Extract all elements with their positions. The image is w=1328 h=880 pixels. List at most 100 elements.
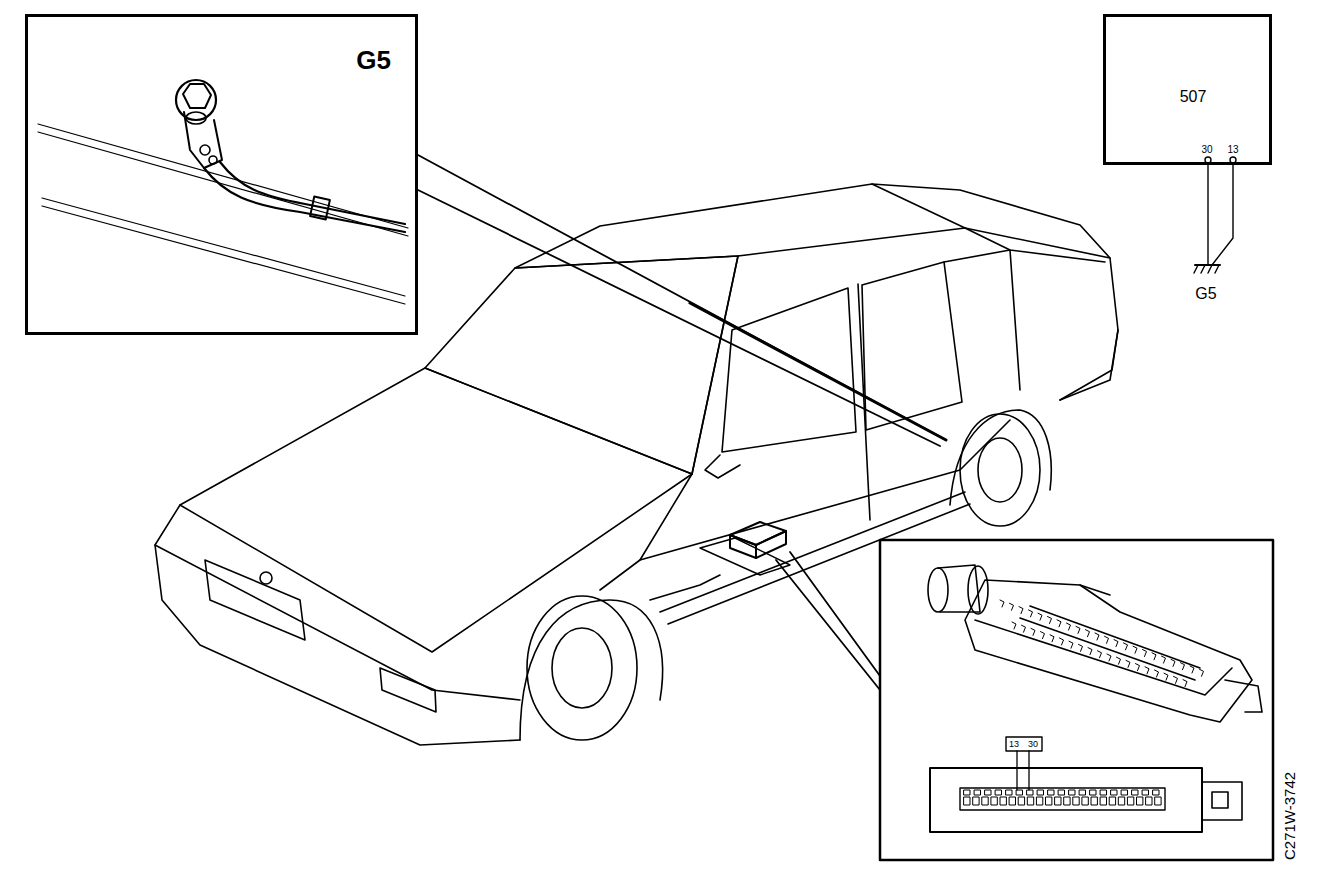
pin bbox=[1010, 797, 1016, 805]
pin bbox=[1019, 797, 1025, 805]
pin bbox=[1080, 790, 1086, 795]
pin bbox=[1027, 790, 1033, 795]
pin bbox=[996, 790, 1002, 795]
pin bbox=[1183, 680, 1187, 687]
pin bbox=[1101, 790, 1107, 795]
pin bbox=[1107, 654, 1111, 661]
connector-inset bbox=[880, 540, 1273, 860]
pin bbox=[1122, 790, 1128, 795]
pin bbox=[1060, 638, 1064, 645]
pin bbox=[1119, 797, 1125, 805]
pin bbox=[1059, 790, 1065, 795]
pin bbox=[1019, 607, 1023, 614]
pin bbox=[1133, 646, 1137, 653]
pin bbox=[1143, 650, 1147, 657]
pin bbox=[1048, 790, 1054, 795]
box-label: G5 bbox=[356, 47, 391, 73]
pin bbox=[1069, 641, 1073, 648]
pin bbox=[975, 790, 981, 795]
pin bbox=[1162, 656, 1166, 663]
pin bbox=[1143, 790, 1149, 795]
pin bbox=[1181, 663, 1185, 670]
pin bbox=[1046, 797, 1052, 805]
pin bbox=[1111, 790, 1117, 795]
pin bbox=[964, 797, 970, 805]
pin bbox=[982, 797, 988, 805]
pin bbox=[1038, 613, 1042, 620]
pin bbox=[1200, 669, 1204, 676]
pin bbox=[1153, 790, 1159, 795]
figure-code: C271W-3742 bbox=[1282, 772, 1297, 860]
pin bbox=[1114, 640, 1118, 647]
pin-number: 30 bbox=[1028, 740, 1038, 749]
connector-pins bbox=[964, 600, 1204, 805]
pin bbox=[1136, 664, 1140, 671]
pin bbox=[1037, 797, 1043, 805]
pin bbox=[1126, 660, 1130, 667]
pin bbox=[1095, 633, 1099, 640]
pin bbox=[1101, 797, 1107, 805]
pin bbox=[1190, 666, 1194, 673]
connector-drawing bbox=[928, 565, 1262, 832]
pin bbox=[1132, 790, 1138, 795]
pin bbox=[1076, 626, 1080, 633]
pin bbox=[1048, 617, 1052, 624]
control-module bbox=[700, 522, 790, 575]
pin bbox=[1028, 797, 1034, 805]
pin bbox=[1012, 622, 1016, 629]
pin bbox=[1073, 797, 1079, 805]
ground-point-detail bbox=[38, 80, 408, 304]
pin bbox=[985, 790, 991, 795]
box-label: 507 bbox=[1180, 89, 1207, 105]
pin bbox=[1171, 659, 1175, 666]
pin bbox=[1145, 667, 1149, 674]
pin bbox=[1146, 797, 1152, 805]
pin bbox=[1105, 636, 1109, 643]
pin bbox=[1124, 643, 1128, 650]
pin-number: 13 bbox=[1227, 145, 1238, 155]
pin bbox=[1117, 657, 1121, 664]
pin bbox=[1017, 790, 1023, 795]
ground-label: G5 bbox=[1195, 286, 1216, 302]
pin bbox=[1174, 676, 1178, 683]
pin bbox=[1055, 797, 1061, 805]
detail-inset: G5 bbox=[25, 14, 418, 335]
pin bbox=[1091, 797, 1097, 805]
pin bbox=[1110, 797, 1116, 805]
pin bbox=[1000, 797, 1006, 805]
pin bbox=[1155, 797, 1161, 805]
pin bbox=[1057, 620, 1061, 627]
pin bbox=[991, 797, 997, 805]
pin bbox=[1088, 648, 1092, 655]
pin bbox=[1006, 790, 1012, 795]
pin-number: 13 bbox=[1009, 740, 1019, 749]
pin bbox=[1031, 628, 1035, 635]
pin bbox=[1137, 797, 1143, 805]
pin bbox=[973, 797, 979, 805]
pin bbox=[1079, 644, 1083, 651]
pin bbox=[1000, 600, 1004, 607]
component-box: 507 bbox=[1103, 14, 1272, 165]
pin bbox=[964, 790, 970, 795]
pin bbox=[1164, 673, 1168, 680]
pin bbox=[1152, 653, 1156, 660]
pin bbox=[1067, 623, 1071, 630]
pin-number: 30 bbox=[1201, 145, 1212, 155]
pin bbox=[1064, 797, 1070, 805]
pin bbox=[1090, 790, 1096, 795]
pin bbox=[1050, 635, 1054, 642]
pin bbox=[1098, 651, 1102, 658]
pin bbox=[1022, 625, 1026, 632]
car-body bbox=[155, 184, 1118, 745]
pin bbox=[1082, 797, 1088, 805]
pin bbox=[1010, 603, 1014, 610]
ground-wiring bbox=[1194, 157, 1236, 273]
pin bbox=[1038, 790, 1044, 795]
pin bbox=[1086, 630, 1090, 637]
pin bbox=[1155, 670, 1159, 677]
pin bbox=[1128, 797, 1134, 805]
pin bbox=[1041, 632, 1045, 639]
pin bbox=[1069, 790, 1075, 795]
